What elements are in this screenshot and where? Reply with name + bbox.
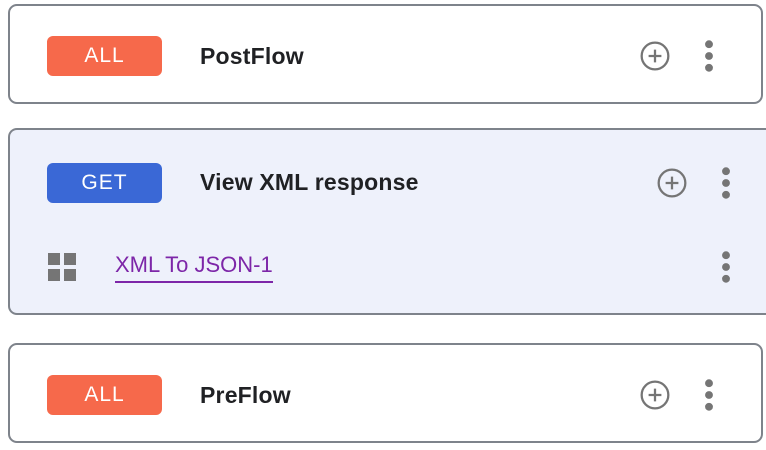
flow-card-preflow[interactable]: ALL PreFlow: [8, 343, 763, 443]
flow-title: PostFlow: [200, 42, 304, 69]
policy-menu-button[interactable]: [718, 250, 734, 284]
add-circle-icon: [640, 380, 670, 410]
flow-title: PreFlow: [200, 381, 291, 408]
flow-header: ALL PreFlow: [10, 345, 761, 441]
drag-grid-icon: [48, 253, 76, 281]
policy-drag-handle[interactable]: [47, 252, 77, 282]
more-vert-icon: [722, 166, 730, 199]
flow-card-postflow[interactable]: ALL PostFlow: [8, 4, 763, 104]
add-circle-icon: [657, 168, 687, 197]
flow-card-view-xml-response[interactable]: GET View XML response XML To: [8, 128, 766, 315]
flow-menu-button[interactable]: [701, 378, 717, 412]
policy-link[interactable]: XML To JSON-1: [115, 252, 273, 283]
add-policy-button[interactable]: [639, 40, 671, 72]
flow-header: ALL PostFlow: [10, 6, 761, 102]
policy-row: XML To JSON-1: [10, 235, 766, 299]
add-circle-icon: [640, 41, 670, 71]
flow-menu-button[interactable]: [718, 166, 734, 200]
method-badge: ALL: [47, 375, 162, 415]
more-vert-icon: [705, 40, 713, 72]
method-badge: GET: [47, 162, 162, 203]
more-vert-icon: [722, 251, 730, 283]
more-vert-icon: [705, 379, 713, 411]
add-policy-button[interactable]: [656, 167, 688, 199]
flow-menu-button[interactable]: [701, 39, 717, 73]
flow-title: View XML response: [200, 169, 419, 195]
flow-header: GET View XML response: [10, 130, 766, 235]
method-badge: ALL: [47, 36, 162, 76]
add-policy-button[interactable]: [639, 379, 671, 411]
